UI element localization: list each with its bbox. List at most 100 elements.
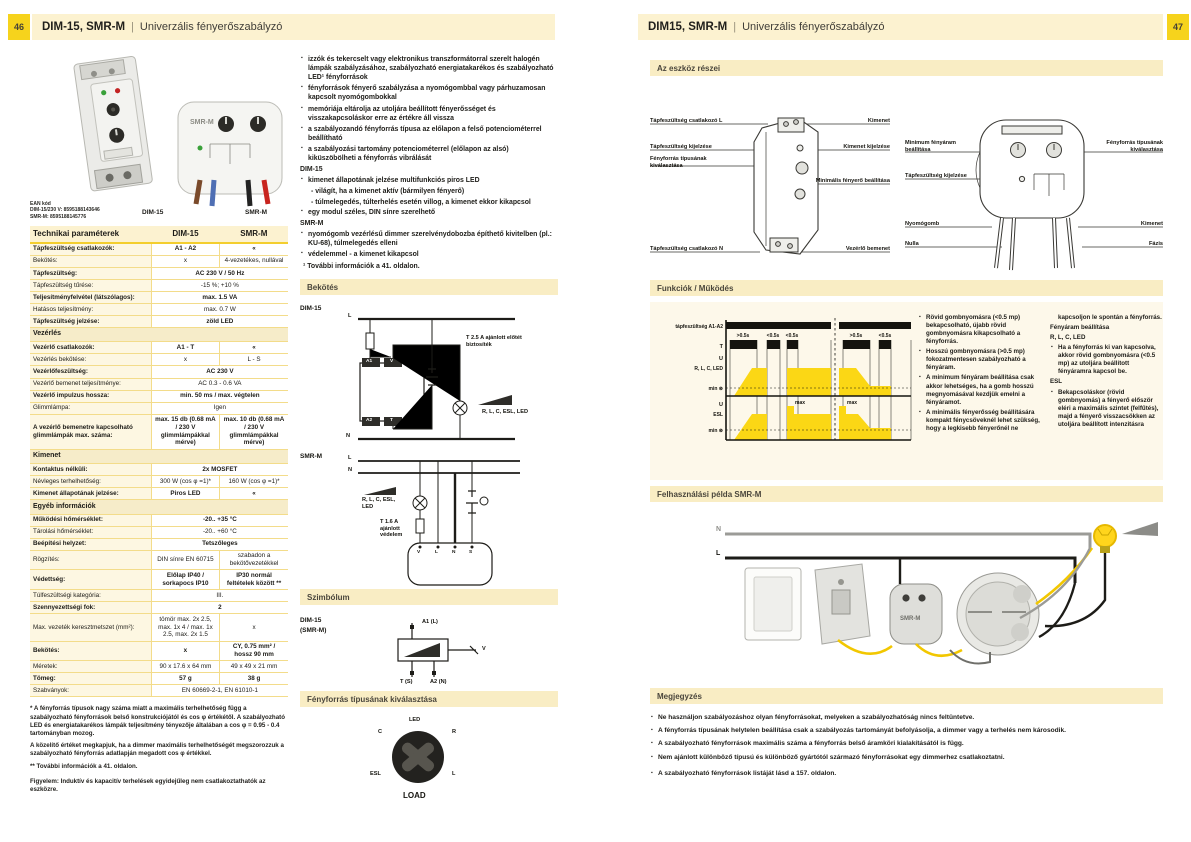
param-label: Kimenet állapotának jelzése: (30, 487, 152, 501)
smrm-photo: SMR-M (177, 101, 283, 207)
param-value-shared: III. (150, 589, 288, 603)
notes-last: A szabályozható fényforrások listáját lá… (650, 770, 1163, 779)
table-section-row: Vezérlés (30, 327, 288, 343)
knob-label-l: L (452, 771, 456, 778)
param-value-dim15: 57 g (150, 672, 220, 686)
param-label: Rögzítés: (30, 550, 152, 571)
section-pelda: Felhasználási példa SMR-M (650, 486, 1163, 502)
table-row: Vezérlő impulzus hossza:min. 50 ms / max… (30, 390, 288, 403)
list-item: fényforrások fényerő szabályzása a nyomó… (300, 84, 558, 102)
param-value-smrm: « (219, 341, 288, 355)
td-time-2: <0.5s (767, 333, 780, 339)
list-item: izzók és tekercselt vagy elektronikus tr… (300, 55, 558, 82)
param-value-shared: 2 (150, 601, 288, 615)
d2-label-pushbutton: Nyomógomb (905, 221, 940, 227)
td-time-4: >0.5s (850, 333, 863, 339)
list-item: kimenet állapotának jelzése multifunkció… (300, 176, 558, 185)
table-section-title: Egyéb információk (30, 499, 288, 515)
param-label: Tömeg: (30, 672, 152, 686)
table-row: Beépítési helyzet:Tetszőleges (30, 538, 288, 551)
ean-heading: EAN kód (30, 200, 51, 207)
technical-parameters-table: Technikai paraméterek DIM-15 SMR-M Tápfe… (30, 226, 288, 698)
example-n-label: N (716, 526, 722, 533)
list-item: Rövid gombnyomásra (<0.5 mp) bekapcsolha… (918, 314, 1040, 346)
symbol-v: V (482, 646, 486, 653)
knob-label-led: LED (409, 717, 421, 724)
header-right-separator: | (733, 21, 737, 33)
table-row: Tápfeszültség jelzése:zöld LED (30, 315, 288, 329)
param-label: Méretek: (30, 660, 152, 674)
header-left: DIM-15, SMR-M | Univerzális fényerőszabá… (32, 14, 555, 40)
table-row: Vezérlő csatlakozók:A1 - T« (30, 341, 288, 355)
list-item: Ha a fényforrás ki van kapcsolva, akkor … (1050, 344, 1162, 376)
param-label: Hatásos teljesítmény: (30, 303, 152, 317)
wiring-smrm: SMR-M L N R, L, (300, 451, 558, 589)
param-value-dim15: max. 15 db (0.68 mA / 230 V glimmlámpákk… (150, 414, 220, 450)
param-value-smrm: 38 g (219, 672, 288, 686)
smrm-terminal-s: S (469, 550, 473, 556)
smrm-terminal-v: V (417, 550, 421, 556)
application-example-art: SMR-M (725, 522, 1158, 665)
td-max-2: max (847, 400, 857, 406)
param-value-dim15: tömör max. 2x 2.5, max. 1x 4 / max. 1x 2… (150, 613, 220, 642)
param-value-smrm: max. 10 db (0.68 mA / 230 V glimmlámpákk… (219, 414, 288, 450)
param-value-smrm: 4-vezetékes, nullával (219, 255, 288, 268)
smrm-fuse-note: T 1.6 A ajánlott védelem (380, 519, 403, 539)
smrm-line-art (975, 119, 1085, 271)
d1-label-supply-l: Tápfeszültség csatlakozó L (650, 118, 723, 124)
param-label: Bekötés: (30, 641, 152, 662)
param-value-smrm: 160 W (cos φ =1)* (219, 475, 288, 489)
dim15-terminal-v: V (390, 359, 394, 365)
param-value-smrm: IP30 normál feltételek között ** (219, 569, 288, 591)
param-value-dim15: Piros LED (150, 487, 220, 501)
dim15-terminal-a2: A2 (366, 418, 373, 424)
section-bekotes: Bekötés (300, 279, 558, 296)
example-l-label: L (716, 550, 721, 557)
d1-label-control-input: Vezérlő bemenet (845, 246, 890, 252)
d2-label-output: Kimenet (1140, 221, 1163, 227)
param-value-smrm: « (219, 242, 288, 256)
functions-panel: tápfeszültség A1-A2 T U R, L, C, LED min… (650, 302, 1163, 480)
header-right: DIM15, SMR-M | Univerzális fényerőszabál… (638, 14, 1163, 40)
smrm-terminal-n: N (452, 550, 456, 556)
param-value-smrm: szabadon a bekötővezetékkel (219, 550, 288, 571)
note-last-item: A szabályozható fényforrások listáját lá… (650, 770, 1163, 779)
table-row: Tárolási hőmérséklet:-20.. +60 °C (30, 526, 288, 539)
list-heading: R, L, C, LED (1050, 334, 1086, 342)
param-label: Vezérlőfeszültség: (30, 365, 152, 379)
wiring-smrm-label: SMR-M (300, 453, 323, 461)
table-title: Technikai paraméterek (30, 226, 152, 244)
timing-diagram: tápfeszültség A1-A2 T U R, L, C, LED min… (675, 318, 912, 442)
dim15-l-label: L (348, 313, 352, 320)
td-min2-label: min ⊗ (709, 428, 723, 434)
td-time-3: <0.5s (786, 333, 799, 339)
symbol-art (397, 623, 479, 678)
product-label-dim15: DIM-15 (142, 209, 164, 216)
symbol-diagram: DIM-15 (SMR-M) A1 (L) V T (S) A2 (N) (300, 611, 558, 691)
list-item: A fényforrás típusának helytelen beállít… (650, 727, 1163, 736)
list-item: Bekapcsoláskor (rövid gombnyomás) a fény… (1050, 389, 1162, 429)
td-time-5: <0.5s (879, 333, 892, 339)
smrm-l-line-label: L (348, 455, 352, 462)
list-item: Hosszú gombnyomásra (>0.5 mp) fokozatmen… (918, 348, 1040, 372)
param-value-dim15: x (150, 255, 220, 268)
dim15-line-art (753, 117, 819, 255)
header-right-title: DIM15, SMR-M (648, 21, 728, 33)
header-left-subtitle: Univerzális fényerőszabályzó (139, 21, 283, 33)
d1-label-output-indicator: Kimenet kijelzése (843, 144, 890, 150)
list-item: a szabályozási tartomány potenciométerre… (300, 145, 558, 163)
header-right-subtitle: Univerzális fényerőszabályzó (742, 21, 885, 33)
d1-label-supply-n: Tápfeszültség csatlakozó N (650, 246, 724, 252)
notes-list: Ne használjon szabályozáshoz olyan fényf… (650, 710, 1163, 762)
param-label: Teljesítményfelvétel (látszólagos): (30, 291, 152, 304)
right-page-content: Az eszköz részei (650, 60, 1163, 784)
td-t-label: T (720, 344, 724, 350)
param-label: Tápfeszültség jelzése: (30, 315, 152, 329)
d2-label-phase: Fázis (1149, 241, 1163, 247)
device-parts-diagram: Tápfeszültség csatlakozó L Tápfeszültség… (650, 82, 1163, 280)
list-item: A szabályozható fényforrások maximális s… (650, 740, 1163, 749)
table-section-title: Vezérlés (30, 327, 288, 343)
table-row: Teljesítményfelvétel (látszólagos):max. … (30, 291, 288, 304)
